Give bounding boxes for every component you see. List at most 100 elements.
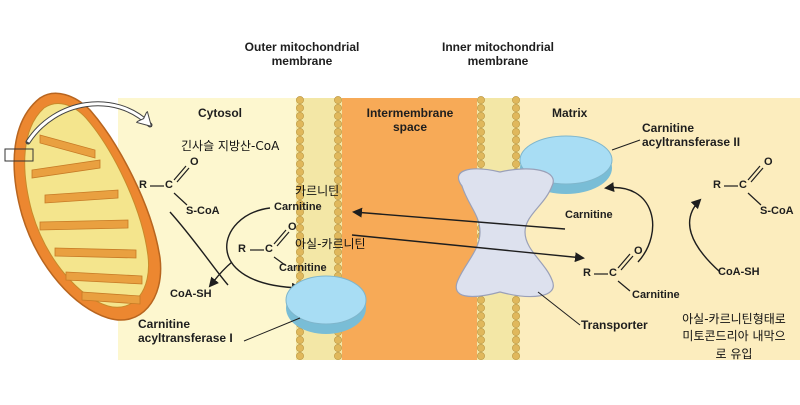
outer-membrane-lipid-head xyxy=(334,128,342,136)
inner-membrane-lipid-head xyxy=(512,352,520,360)
inner-membrane-lipid-head xyxy=(512,160,520,168)
outer-membrane-lipid-head xyxy=(296,152,304,160)
matrix-acylcoa-r: R xyxy=(713,179,721,191)
outer-membrane-lipid-head xyxy=(334,144,342,152)
outer-membrane-lipid-head xyxy=(296,136,304,144)
outer-membrane-lipid-head xyxy=(334,184,342,192)
inner-membrane-lipid-head xyxy=(477,344,485,352)
transporter-protein xyxy=(455,168,554,298)
inner-membrane-lipid-head xyxy=(477,112,485,120)
inner-membrane-lipid-head xyxy=(512,152,520,160)
outer-membrane-lipid-head xyxy=(296,232,304,240)
cytosol-acylcoa-scoa: S-CoA xyxy=(186,205,220,217)
outer-membrane-lipid-head xyxy=(334,216,342,224)
crista-fold xyxy=(81,291,141,305)
cytosol-acylcoa-bonds xyxy=(150,165,190,206)
outer-membrane-lipid-head xyxy=(334,192,342,200)
inner-membrane-lipid-head xyxy=(477,144,485,152)
intermembrane-label-line2: space xyxy=(392,120,428,135)
outer-membrane-lipid-head xyxy=(296,224,304,232)
matrix-coash-arc xyxy=(689,198,721,273)
inner-membrane-lipid-head xyxy=(512,328,520,336)
outer-membrane-lipid-head xyxy=(334,96,342,104)
matrix-carnitine: Carnitine xyxy=(565,209,613,221)
matrix-acylcoa-scoa: S-CoA xyxy=(760,205,794,217)
crista-fold xyxy=(31,159,101,179)
crista-fold xyxy=(39,219,129,231)
outer-membrane-lipid-head xyxy=(296,168,304,176)
crista-fold xyxy=(44,189,119,204)
coash-release-arrow xyxy=(208,261,233,288)
acylcoa-to-coash-arc xyxy=(169,211,229,286)
inner-membrane-lipid-head xyxy=(477,104,485,112)
inner-membrane-lipid-head xyxy=(512,304,520,312)
transporter-label: Transporter xyxy=(581,318,648,332)
cpt1-enzyme xyxy=(285,275,367,334)
inner-membrane-lipid-head xyxy=(477,328,485,336)
outer-membrane-lipid-head xyxy=(334,232,342,240)
outer-membrane-label: Outer mitochondrial membrane xyxy=(212,40,392,69)
korean-long-chain-fatty-acyl-coa: 긴사슬 지방산-CoA xyxy=(181,139,280,153)
carnitine-return-arrow xyxy=(352,207,566,230)
inner-membrane-lipid-head xyxy=(512,112,520,120)
outer-membrane-lipid-head xyxy=(296,328,304,336)
inner-membrane-lipid-head xyxy=(477,152,485,160)
matrix-acylcoa-c: C xyxy=(739,179,747,191)
matrix-acylcoa-o: O xyxy=(764,156,773,168)
outer-membrane-lipid-head xyxy=(296,128,304,136)
outer-membrane-lipid-head xyxy=(334,208,342,216)
cytosol-acylcarnitine-c: C xyxy=(265,243,273,255)
matrix-acylcoa-bonds xyxy=(724,165,764,206)
zoom-box xyxy=(4,148,34,162)
inner-membrane-lipid-head xyxy=(477,336,485,344)
matrix-acylcarnitine-carnitine: Carnitine xyxy=(632,289,680,301)
cytosol-coash: CoA-SH xyxy=(170,288,212,300)
crista-fold xyxy=(39,134,96,159)
outer-membrane-lipid-head xyxy=(334,344,342,352)
outer-membrane-lipid-head xyxy=(296,344,304,352)
outer-membrane-lipid-head xyxy=(334,336,342,344)
inner-membrane-lipid-head xyxy=(512,136,520,144)
inner-membrane-lipid-head xyxy=(512,120,520,128)
inner-membrane-lipid-head xyxy=(477,128,485,136)
outer-membrane-lipid-head xyxy=(296,144,304,152)
matrix-acylcarnitine-bonds xyxy=(594,253,634,292)
inner-membrane-lipid-head xyxy=(512,320,520,328)
outer-membrane-lipid-head xyxy=(296,272,304,280)
inner-membrane-label-line1: Inner mitochondrial xyxy=(441,40,554,54)
inner-membrane-lipid-head xyxy=(512,144,520,152)
inner-membrane-lipid-head xyxy=(477,160,485,168)
outer-membrane-lipid-head xyxy=(296,200,304,208)
outer-membrane-lipid-head xyxy=(334,136,342,144)
inner-membrane-lipid-head xyxy=(477,312,485,320)
matrix-coash: CoA-SH xyxy=(718,266,760,278)
inner-membrane-lipid-head xyxy=(477,136,485,144)
outer-membrane-lipid-head xyxy=(334,120,342,128)
inner-membrane-lipid-head xyxy=(477,320,485,328)
cpt1-label-line2: acyltransferase I xyxy=(138,331,233,346)
outer-membrane-lipid-head xyxy=(296,352,304,360)
outer-membrane-lipid-head xyxy=(334,352,342,360)
outer-membrane-lipid-head xyxy=(334,240,342,248)
crista-fold xyxy=(54,247,137,259)
cytosol-acylcarnitine-r: R xyxy=(238,243,246,255)
inner-membrane-lipid-head xyxy=(512,312,520,320)
outer-membrane-label-line1: Outer mitochondrial xyxy=(244,40,360,54)
cytosol-label: Cytosol xyxy=(198,106,243,120)
outer-membrane-lipid-head xyxy=(296,208,304,216)
cytosol-acylcarnitine-carnitine: Carnitine xyxy=(279,262,327,274)
intermembrane-label: Intermembrane space xyxy=(345,106,475,135)
inner-membrane-label-line2: membrane xyxy=(467,54,529,69)
inner-membrane-lipid-head xyxy=(512,128,520,136)
outer-membrane-lipid-head xyxy=(296,120,304,128)
outer-membrane-label-line2: membrane xyxy=(271,54,333,69)
outer-membrane-lipid-head xyxy=(296,264,304,272)
outer-membrane-lipid-head xyxy=(334,248,342,256)
crista-fold xyxy=(65,271,143,285)
cpt2-label: Carnitine acyltransferase II xyxy=(642,121,740,150)
inner-membrane-lipid-head xyxy=(512,344,520,352)
cytosol-acylcarnitine-o: O xyxy=(288,221,297,233)
outer-membrane-lipid-head xyxy=(296,192,304,200)
outer-membrane-lipid-head xyxy=(334,200,342,208)
